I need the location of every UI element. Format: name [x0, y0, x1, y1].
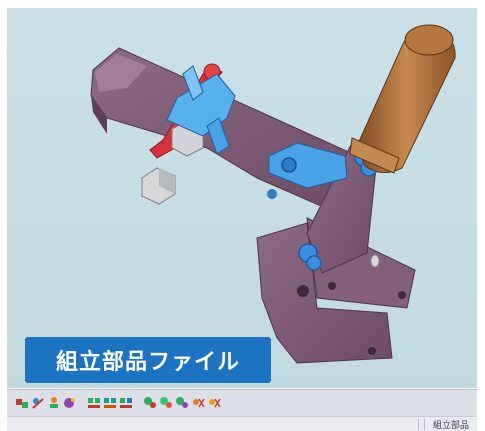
status-bar: 組立部品	[7, 416, 477, 431]
3d-viewport[interactable]: 組立部品ファイル	[7, 8, 477, 388]
toolbar-separator	[135, 392, 143, 414]
constraint-icon-3[interactable]	[119, 395, 133, 411]
constraint-icon-1[interactable]	[87, 395, 101, 411]
handle-grip	[349, 24, 456, 174]
status-mode-label: 組立部品	[432, 421, 469, 431]
component-icon-3[interactable]	[175, 395, 189, 411]
clamp-arm	[90, 47, 363, 214]
toggle-clamp-model[interactable]	[7, 8, 477, 388]
pivot-pins	[267, 189, 380, 268]
assembly-tool-icon-1[interactable]	[15, 395, 29, 411]
toolbar-grip	[7, 392, 15, 414]
component-icon-1[interactable]	[143, 395, 157, 411]
component-icon-4[interactable]	[191, 395, 205, 411]
toolbar-separator	[79, 392, 87, 414]
assembly-tool-icon-2[interactable]	[31, 395, 45, 411]
file-type-label: 組立部品ファイル	[55, 350, 240, 375]
status-divider	[424, 419, 425, 430]
constraint-icon-2[interactable]	[103, 395, 117, 411]
file-type-badge: 組立部品ファイル	[25, 337, 271, 383]
spindle-holder	[166, 65, 236, 155]
component-icon-5[interactable]	[207, 395, 221, 411]
status-divider	[418, 419, 419, 430]
assembly-tool-icon-4[interactable]	[63, 395, 77, 411]
assembly-tool-icon-3[interactable]	[47, 395, 61, 411]
assembly-toolbar	[7, 389, 477, 416]
component-icon-2[interactable]	[159, 395, 173, 411]
